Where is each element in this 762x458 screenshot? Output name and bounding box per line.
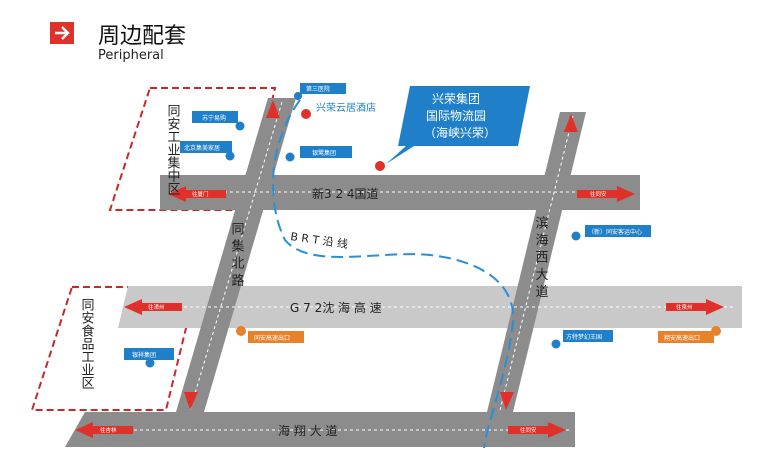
svg-text:北京集美家居: 北京集美家居 (184, 144, 220, 152)
road-label-tongji: 同 集 北 路 (229, 222, 245, 287)
road-tongji (176, 98, 296, 412)
arrow-right-icon (50, 22, 74, 44)
svg-text:第三医院: 第三医院 (306, 85, 330, 93)
road-label-brt: B R T 沿 线 (290, 229, 349, 251)
target-site-callout[interactable]: 兴荣集团 国际物流园 （海峡兴荣） (375, 86, 530, 171)
svg-text:翔安高速出口: 翔安高速出口 (664, 334, 700, 342)
page-title: 周边配套 (98, 24, 187, 49)
tag-to-quanzhou: 往泉州 (676, 303, 693, 311)
page-subtitle: Peripheral (98, 48, 164, 63)
road-label-324: 新3 2 4国道 (312, 186, 379, 201)
svg-text:方特梦幻王国: 方特梦幻王国 (566, 333, 602, 341)
poi-tongan-exit[interactable]: 同安高速出口 (236, 326, 304, 343)
svg-text:（新）同安客运中心: （新）同安客运中心 (588, 228, 642, 236)
svg-text:兴荣云居酒店: 兴荣云居酒店 (316, 101, 376, 114)
tag-to-zhangzhou: 往漳州 (148, 303, 165, 311)
tag-to-tongan-324: 往同安 (590, 190, 607, 198)
zone-label-north: 同安工业集中区 (165, 104, 181, 195)
svg-text:银祥集团: 银祥集团 (132, 351, 156, 359)
svg-text:银鹭集团: 银鹭集团 (312, 149, 336, 157)
road-label-g72: G 7 2沈 海 高 速 (290, 300, 382, 315)
zone-industrial-north (108, 87, 277, 211)
target-line-1: 兴荣集团 (432, 91, 480, 106)
poi-xiangan-exit[interactable]: 翔安高速出口 (658, 326, 721, 343)
poi-third-hospital[interactable]: 第三医院 (294, 83, 346, 100)
target-line-2: 国际物流园 (426, 109, 486, 123)
poi-xingrong-hotel[interactable]: 兴荣云居酒店 (301, 101, 376, 119)
poi-yinlu[interactable]: 银鹭集团 (285, 146, 353, 162)
poi-suning[interactable]: 苏宁易购 (192, 111, 245, 131)
brt-line (272, 99, 515, 449)
road-arrows (75, 100, 724, 438)
poi-xin-tongan-station[interactable]: （新）同安客运中心 (571, 225, 652, 241)
svg-text:同安高速出口: 同安高速出口 (254, 334, 290, 342)
tag-to-xiamen: 往厦门 (192, 190, 209, 198)
poi-beijing-furniture[interactable]: 北京集美家居 (180, 141, 235, 161)
poi-yinxiang[interactable]: 银祥集团 (124, 348, 174, 368)
tag-to-xinglin: 往杏林 (100, 426, 117, 434)
road-label-haixiang: 海 翔 大 道 (278, 423, 337, 438)
poi-fangte[interactable]: 方特梦幻王国 (551, 330, 614, 349)
zone-label-south: 同安食品工业区 (79, 298, 95, 389)
tag-to-tongan-bottom: 往同安 (520, 426, 537, 434)
svg-text:苏宁易购: 苏宁易购 (202, 114, 226, 122)
target-line-3: （海峡兴荣） (424, 125, 496, 140)
road-label-binhai: 滨 海 西 大 道 (533, 215, 549, 298)
